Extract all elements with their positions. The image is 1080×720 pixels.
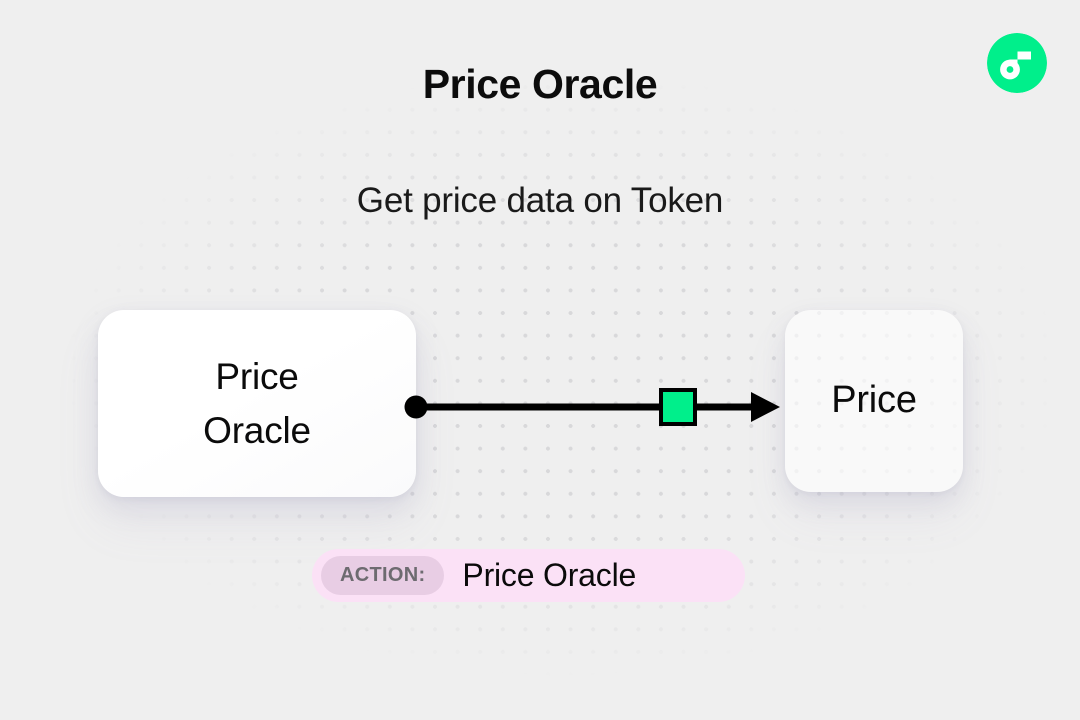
action-badge[interactable]: ACTION: Price Oracle [312, 549, 745, 602]
page-subtitle: Get price data on Token [356, 181, 724, 220]
node-price-oracle[interactable]: Price Oracle [98, 310, 416, 497]
action-chip-label: ACTION: [321, 556, 445, 595]
edge-marker-square-icon[interactable] [659, 388, 697, 426]
node-price[interactable]: Price [785, 310, 963, 492]
page-title: Price Oracle [422, 61, 658, 107]
action-value: Price Oracle [462, 557, 637, 593]
node-price-label: Price [831, 379, 917, 422]
node-price-oracle-label: Price Oracle [203, 355, 311, 451]
edge-arrow-icon [751, 392, 780, 422]
flow-logo-icon [987, 33, 1047, 93]
